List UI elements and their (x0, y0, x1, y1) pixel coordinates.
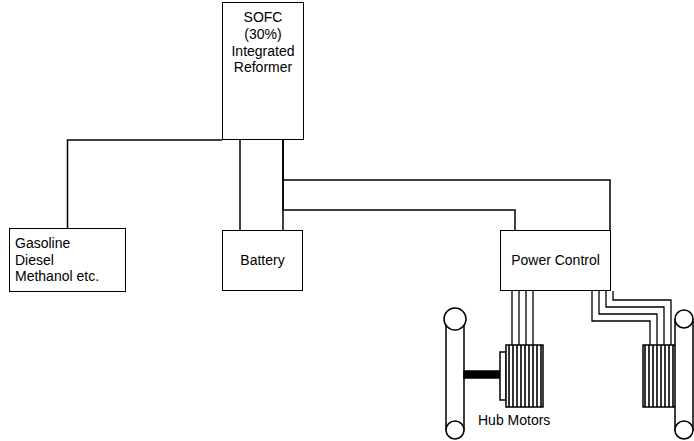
process-box: Battery (222, 230, 303, 291)
process-box: SOFC (30%) Integrated Reformer (222, 2, 304, 140)
box-text: Battery (240, 252, 284, 269)
box-text: Gasoline Diesel Methanol etc. (15, 235, 107, 285)
wire (239, 140, 241, 230)
power-connector (240, 140, 283, 230)
wire (68, 140, 223, 228)
wire (283, 140, 610, 230)
process-box: Power Control (500, 230, 611, 291)
wire (283, 140, 515, 230)
power-connector (68, 140, 223, 228)
power-connector (283, 140, 610, 230)
box-text: SOFC (30%) Integrated Reformer (226, 9, 300, 76)
part-label: Hub Motors (478, 412, 550, 429)
right-hub-motor (643, 310, 693, 439)
box-text: Power Control (511, 252, 600, 269)
motor-wires (512, 291, 671, 345)
process-box: Gasoline Diesel Methanol etc. (9, 228, 126, 292)
